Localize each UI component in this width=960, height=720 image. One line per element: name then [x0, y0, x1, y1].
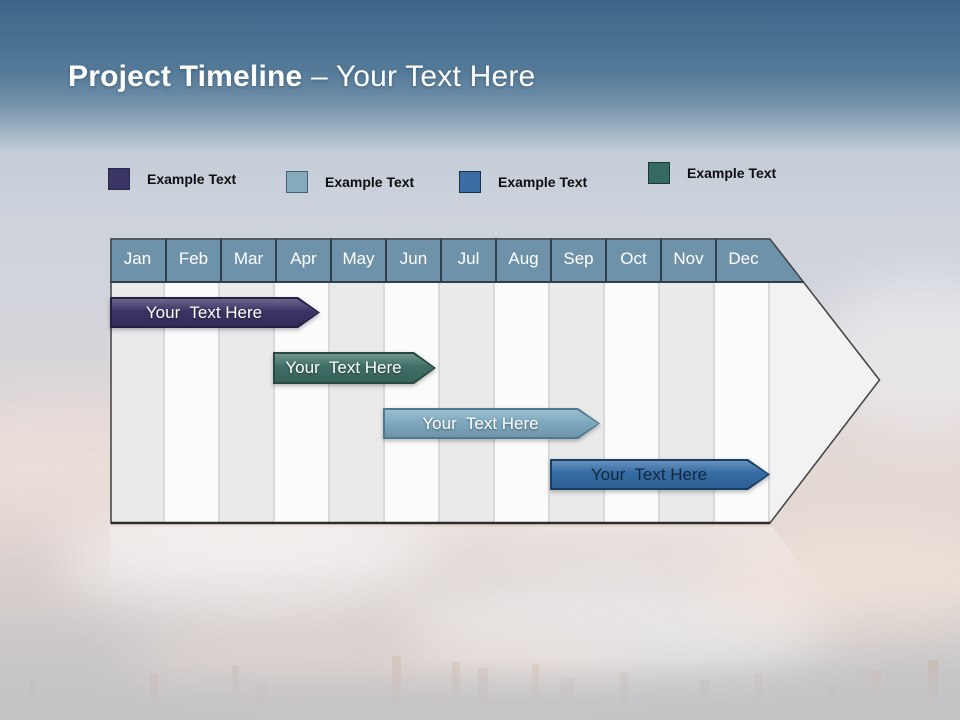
month-cell: Mar — [220, 238, 275, 281]
bar-fill — [275, 354, 434, 382]
legend-item: Example Text — [459, 171, 587, 193]
month-cell: Apr — [275, 238, 330, 281]
bar-fill — [552, 461, 768, 488]
timeline-month-header: Jan Feb Mar Apr May Jun Jul Aug Sep Oct … — [110, 238, 880, 283]
legend-label: Example Text — [498, 174, 588, 190]
title-regular: – Your Text Here — [310, 60, 536, 93]
month-cell: Jun — [385, 238, 440, 281]
month-cell: Jan — [123, 249, 152, 268]
bar-fill — [385, 410, 598, 437]
timeline-reflection — [110, 527, 814, 582]
legend-swatch — [108, 168, 130, 190]
legend-item: Example Text — [108, 168, 236, 190]
legend-label: Example Text — [687, 165, 777, 181]
bar-label: Your Text Here — [145, 302, 263, 322]
legend-item: Example Text — [648, 162, 776, 184]
bar-label: Your Text Here — [590, 464, 708, 484]
legend-swatch — [648, 162, 670, 184]
legend-swatch — [459, 171, 481, 193]
month-cell: Jul — [440, 238, 495, 281]
legend-item: Example Text — [286, 171, 414, 193]
month-cell: Dec — [715, 238, 770, 281]
timeline-bar: Your Text Here — [383, 408, 600, 439]
month-cell: Aug — [495, 238, 550, 281]
page-title: Project Timeline – Your Text Here — [68, 60, 535, 94]
legend-label: Example Text — [147, 171, 237, 187]
month-cell: Feb — [165, 238, 220, 281]
bar-label: Your Text Here — [285, 358, 402, 377]
month-cell: May — [330, 238, 385, 281]
timeline-bar: Your Text Here — [273, 352, 436, 384]
legend-swatch — [286, 171, 308, 193]
timeline-bar: Your Text Here — [110, 297, 320, 328]
month-cell: Oct — [605, 238, 660, 281]
month-cell: Sep — [550, 238, 605, 281]
fog-overlay — [0, 660, 960, 720]
bar-fill — [112, 299, 318, 326]
timeline-diagram: Jan Feb Mar Apr May Jun Jul Aug Sep Oct … — [110, 238, 882, 582]
legend-label: Example Text — [325, 174, 415, 190]
month-cell: Nov — [660, 238, 715, 281]
title-bold: Project Timeline — [68, 60, 311, 93]
timeline-bar: Your Text Here — [550, 459, 770, 490]
bar-label: Your Text Here — [422, 413, 539, 433]
